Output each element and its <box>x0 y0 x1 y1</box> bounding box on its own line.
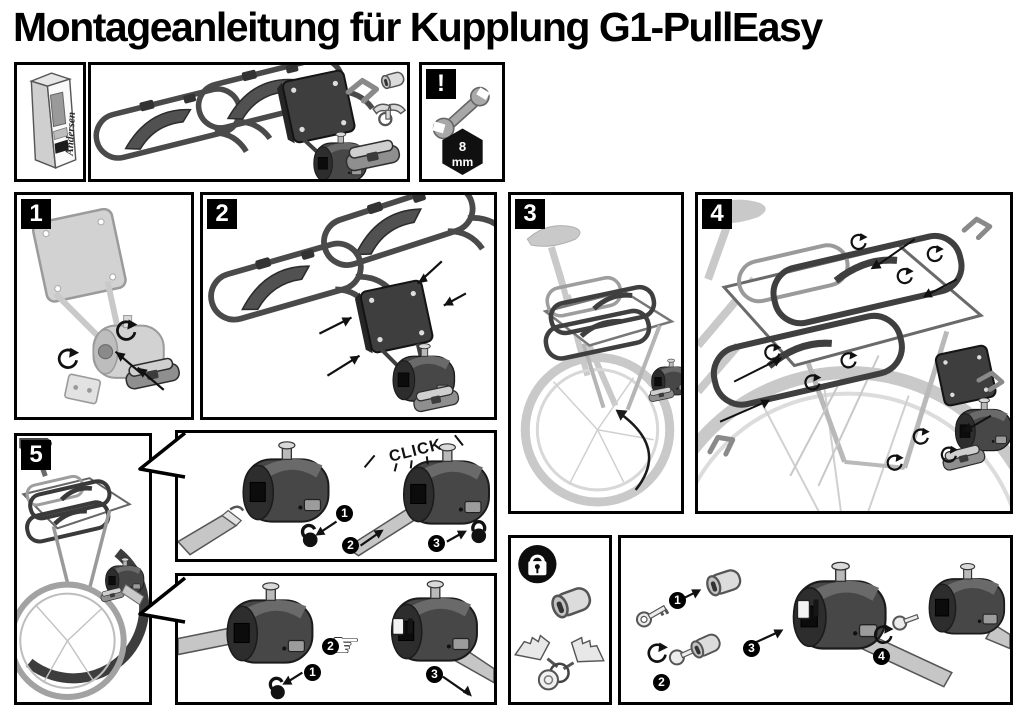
panel-parts-overview <box>88 62 410 182</box>
step-badge: 1 <box>669 592 686 609</box>
panel-package: Andersen <box>14 62 86 182</box>
step-badge: 4 <box>873 648 890 665</box>
release-button <box>391 617 405 636</box>
panel-lock-accessory <box>508 535 612 705</box>
coupling-icon <box>242 440 330 523</box>
padlock-open-icon <box>266 674 287 701</box>
page-title: Montageanleitung für Kupplung G1-PullEas… <box>13 4 823 50</box>
package-box-illustration: Andersen <box>29 72 78 169</box>
hex-size-icon <box>442 128 483 175</box>
step-1-panel: 1 <box>14 192 194 420</box>
step-badge: 2 <box>342 537 359 554</box>
step-5-detail-insert: CLICK 1 2 3 <box>175 430 497 562</box>
mounting-plate-icon <box>276 69 356 144</box>
callout-pointers <box>138 431 187 624</box>
direction-arrow <box>719 238 992 432</box>
direction-arrow <box>442 675 472 697</box>
step-badge: 2 <box>322 638 339 655</box>
wrench-icon <box>432 86 490 140</box>
lock-cylinder-icon <box>379 70 406 91</box>
wire-frame-icon <box>91 74 272 179</box>
mounting-plate-icon <box>934 344 997 407</box>
step-badge: 2 <box>653 674 670 691</box>
winged-keys-icon <box>514 634 605 691</box>
step-number: 4 <box>702 199 732 229</box>
direction-arrow <box>359 529 467 547</box>
direction-arrow <box>282 671 303 685</box>
keys-icon <box>372 103 407 127</box>
key-icon <box>892 613 920 631</box>
mount-arrow <box>616 410 651 491</box>
panel-tools: ! 8 mm <box>419 62 505 182</box>
key-in-cylinder-icon <box>668 631 724 666</box>
step-badge: 1 <box>336 505 353 522</box>
padlock-closed-icon <box>469 520 488 545</box>
lock-badge-icon <box>518 545 557 584</box>
step-number: 5 <box>21 440 51 470</box>
lock-cylinder-icon <box>703 566 744 599</box>
coupling-icon <box>226 581 314 664</box>
mounting-plate-icon <box>354 279 434 354</box>
wrench-unit: mm <box>452 155 474 169</box>
allen-key-icon <box>347 78 377 103</box>
direction-arrow <box>114 350 165 391</box>
step-2-panel: 2 <box>200 192 497 420</box>
step-badge: 3 <box>743 640 760 657</box>
click-emphasis-lines <box>363 434 464 472</box>
wrench-size: 8 <box>459 139 466 154</box>
key-icon <box>635 604 670 628</box>
step-badge: 1 <box>304 664 321 681</box>
rotate-arrow-icon <box>647 641 670 663</box>
step-badge: 3 <box>428 535 445 552</box>
warning-icon: ! <box>426 69 456 99</box>
direction-arrow <box>318 260 467 377</box>
step-badge: 3 <box>426 666 443 683</box>
step-number: 3 <box>515 199 545 229</box>
step-number: 2 <box>207 199 237 229</box>
panel-lock-steps: 1 2 3 4 <box>618 535 1013 705</box>
step-4-panel: 4 <box>695 192 1013 514</box>
rotate-arrow-icon <box>57 346 81 369</box>
cover-cap-icon <box>99 586 126 603</box>
step-3-panel: 3 <box>508 192 684 514</box>
step-5-detail-release: ☞ 1 2 3 <box>175 573 497 705</box>
coupling-icon <box>390 579 478 662</box>
direction-arrow <box>315 520 338 536</box>
padlock-open-icon <box>298 521 320 549</box>
coupling-icon <box>928 562 1006 635</box>
direction-arrow <box>754 629 784 644</box>
step-5-panel: 5 <box>14 433 152 705</box>
brand-logo: Andersen <box>64 112 78 157</box>
lock-cylinder-icon <box>548 584 595 621</box>
step-number: 1 <box>21 199 51 229</box>
